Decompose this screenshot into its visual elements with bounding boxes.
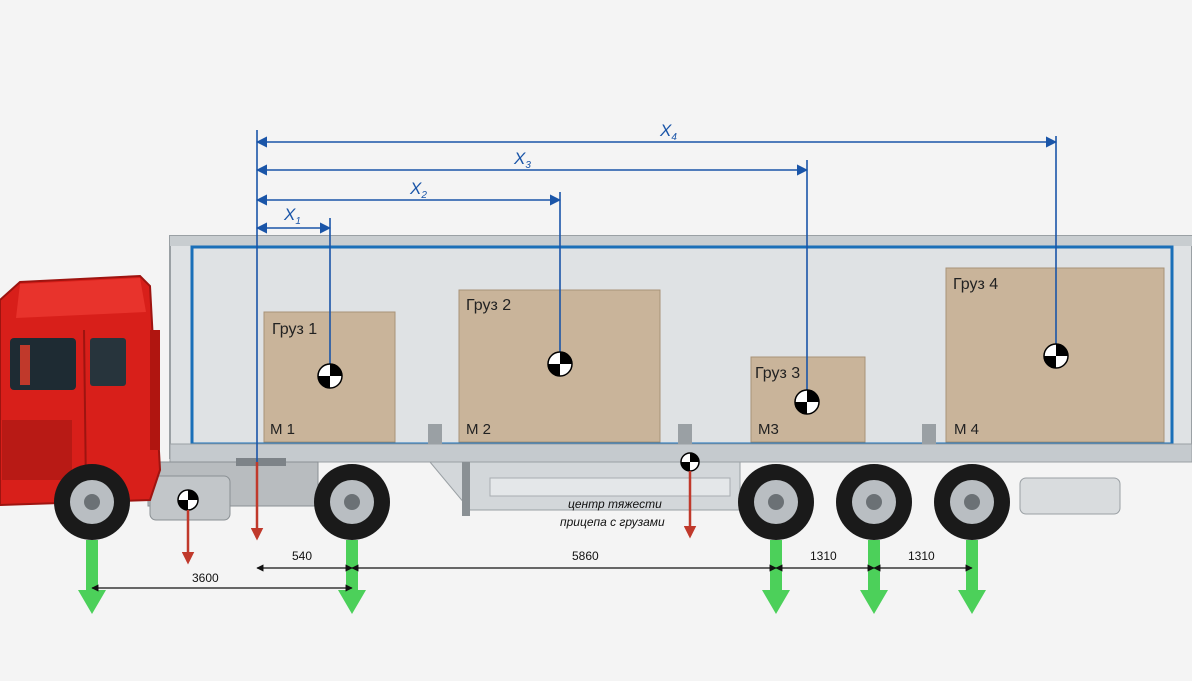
dim-540-label: 540	[292, 549, 312, 563]
cg-marker-cargo-3	[794, 389, 820, 415]
cab-rear-panel	[150, 330, 160, 450]
cg-markers	[177, 343, 1069, 511]
truck-tractor	[0, 274, 319, 521]
cab-windshield	[10, 338, 76, 390]
x-labels: X4 X3 X2 X1	[283, 121, 677, 227]
floor-post-1	[428, 424, 442, 444]
trailer-axle-1-arrow	[762, 540, 790, 614]
dim-1310b-label: 1310	[908, 549, 935, 563]
cg-marker-cargo-1	[317, 363, 343, 389]
trailer-roof-rail	[170, 236, 1192, 246]
cargo-label: Груз 3	[755, 365, 800, 382]
wheel-front	[54, 464, 130, 540]
weight-arrows	[181, 462, 697, 565]
fifth-wheel	[236, 458, 286, 466]
wheel-trailer-1	[738, 464, 814, 540]
axle-dimensions	[91, 564, 973, 592]
cab-roof	[16, 278, 146, 318]
wheel-trailer-3	[934, 464, 1010, 540]
toolbox	[1019, 477, 1121, 515]
cg-marker-cargo-2	[547, 351, 573, 377]
drive-axle-arrow	[338, 540, 366, 614]
x-measurements	[255, 130, 1058, 462]
wheel-trailer-2	[836, 464, 912, 540]
x4-label: X4	[659, 121, 677, 143]
floor-post-2	[678, 424, 692, 444]
x3-label: X3	[513, 149, 531, 171]
cab-side-window	[90, 338, 126, 386]
note-line-1: центр тяжести	[568, 497, 662, 511]
mass-label: M3	[758, 421, 779, 438]
dimension-labels: 3600 540 5860 1310 1310	[192, 549, 935, 585]
trailer-axle-3-arrow	[958, 540, 986, 614]
landing-leg	[462, 462, 470, 516]
wheels	[54, 464, 1010, 540]
axle-load-arrows	[78, 540, 986, 614]
cab-grille	[2, 420, 72, 480]
trailer-cg-note: центр тяжести прицепа с грузами	[560, 497, 665, 529]
cargo-label: Груз 4	[953, 276, 998, 293]
cg-marker-tractor	[177, 489, 199, 511]
cargo-label: Груз 1	[272, 321, 317, 338]
dim-3600-label: 3600	[192, 571, 219, 585]
note-line-2: прицепа с грузами	[560, 515, 665, 529]
mass-label: M 2	[466, 421, 491, 438]
mass-label: M 4	[954, 421, 979, 438]
wheel-drive	[314, 464, 390, 540]
cg-marker-trailer	[680, 452, 700, 472]
dim-1310a-label: 1310	[810, 549, 837, 563]
cab-door-line	[83, 329, 87, 491]
mass-label: M 1	[270, 421, 295, 438]
cargo-label: Груз 2	[466, 297, 511, 314]
trailer-axle-2-arrow	[860, 540, 888, 614]
floor-post-3	[922, 424, 936, 444]
side-guard	[489, 477, 731, 497]
mirror	[20, 345, 30, 385]
front-axle-arrow	[78, 540, 106, 614]
dim-5860-label: 5860	[572, 549, 599, 563]
x1-label: X1	[283, 205, 301, 227]
x2-label: X2	[409, 179, 427, 201]
cg-marker-cargo-4	[1043, 343, 1069, 369]
